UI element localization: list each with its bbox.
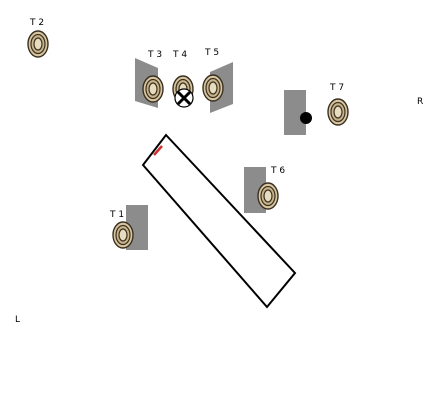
ring-target-icon — [27, 30, 49, 58]
ring-target-icon — [257, 182, 279, 210]
label-t3: T 3 — [147, 50, 162, 60]
target-t4 — [172, 75, 194, 108]
label-t4: T 4 — [172, 50, 187, 60]
rotated-board — [141, 133, 297, 309]
label-right: R — [417, 97, 423, 107]
panel-block — [284, 90, 306, 135]
red-marker — [153, 145, 163, 156]
target-t7 — [327, 98, 349, 126]
ring-target-icon — [142, 75, 164, 103]
target-t2 — [27, 30, 49, 58]
label-left: L — [15, 315, 20, 325]
ring-target-icon — [327, 98, 349, 126]
label-t7: T 7 — [329, 83, 344, 93]
target-t3 — [142, 75, 164, 103]
label-t2: T 2 — [29, 18, 44, 28]
ring-target-icon — [112, 221, 134, 249]
target-t5 — [202, 74, 224, 102]
target-t1 — [112, 221, 134, 249]
ring-target-icon — [202, 74, 224, 102]
label-t6: T 6 — [270, 166, 285, 176]
label-t5: T 5 — [204, 48, 219, 58]
label-t1: T 1 — [109, 210, 124, 220]
target-t6 — [257, 182, 279, 210]
x-marked-target-icon — [174, 88, 194, 108]
black-dot-icon — [300, 112, 312, 124]
